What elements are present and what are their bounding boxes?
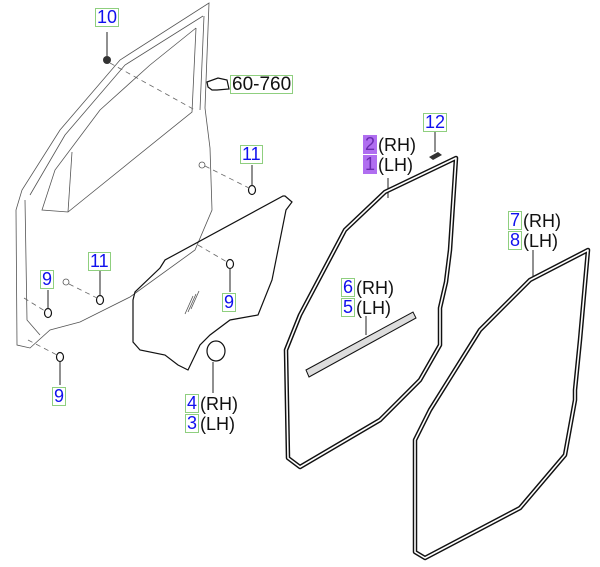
- callout-1-lh[interactable]: 1 (LH): [363, 155, 413, 174]
- callout-60-760[interactable]: 60-760: [230, 74, 294, 95]
- clip: [429, 152, 442, 160]
- callout-11-upper[interactable]: 11: [240, 145, 263, 164]
- callout-number-highlighted[interactable]: 1: [363, 154, 378, 174]
- callout-9-left[interactable]: 9: [40, 269, 55, 289]
- callout-number[interactable]: 7: [508, 210, 523, 230]
- callout-9-panel[interactable]: 9: [222, 292, 237, 312]
- callout-side: (LH): [356, 297, 392, 318]
- callout-number[interactable]: 11: [240, 144, 263, 164]
- callout-7-rh[interactable]: 7 (RH): [508, 211, 561, 230]
- callout-side: (LH): [200, 413, 236, 434]
- callout-8-lh[interactable]: 8 (LH): [508, 231, 558, 250]
- callout-number[interactable]: 5: [341, 297, 356, 317]
- callout-6-rh[interactable]: 6 (RH): [341, 278, 394, 297]
- callout-12[interactable]: 12: [423, 112, 448, 132]
- callout-9-lower[interactable]: 9: [52, 386, 67, 406]
- callout-number[interactable]: 9: [222, 292, 237, 312]
- callout-number[interactable]: 8: [508, 230, 523, 250]
- callout-number-highlighted[interactable]: 2: [363, 134, 378, 154]
- callout-side: (RH): [200, 393, 239, 414]
- callout-number[interactable]: 12: [423, 112, 448, 132]
- callout-2-rh[interactable]: 2 (RH): [363, 135, 416, 154]
- sealing-screen: [132, 195, 293, 371]
- callout-number[interactable]: 3: [185, 413, 200, 433]
- door-shell: [15, 2, 213, 349]
- callout-number[interactable]: 11: [88, 251, 111, 271]
- opening-weatherstrip: [412, 247, 591, 561]
- callout-10[interactable]: 10: [95, 7, 120, 27]
- fasteners: [43, 56, 257, 363]
- callout-number[interactable]: 10: [95, 7, 120, 27]
- belt-weatherstrip: [305, 311, 417, 378]
- callout-side: (LH): [523, 230, 559, 251]
- callout-11-lower[interactable]: 11: [88, 252, 111, 271]
- callout-number[interactable]: 9: [40, 269, 55, 289]
- callout-number[interactable]: 9: [52, 386, 67, 406]
- callout-side: (RH): [356, 277, 395, 298]
- callout-side: (RH): [523, 210, 562, 231]
- reference-pointer-icon: [206, 77, 230, 91]
- reference-label[interactable]: 60-760: [230, 74, 294, 95]
- door-weatherstrip: [283, 155, 459, 470]
- leader-lines: [47, 32, 534, 393]
- assembly-lines: [23, 62, 250, 356]
- callout-4-rh[interactable]: 4 (RH): [185, 394, 238, 413]
- callout-number[interactable]: 6: [341, 277, 356, 297]
- callout-side: (RH): [378, 134, 417, 155]
- callout-3-lh[interactable]: 3 (LH): [185, 414, 235, 433]
- callout-side: (LH): [378, 154, 414, 175]
- callout-number[interactable]: 4: [185, 393, 200, 413]
- callout-5-lh[interactable]: 5 (LH): [341, 298, 391, 317]
